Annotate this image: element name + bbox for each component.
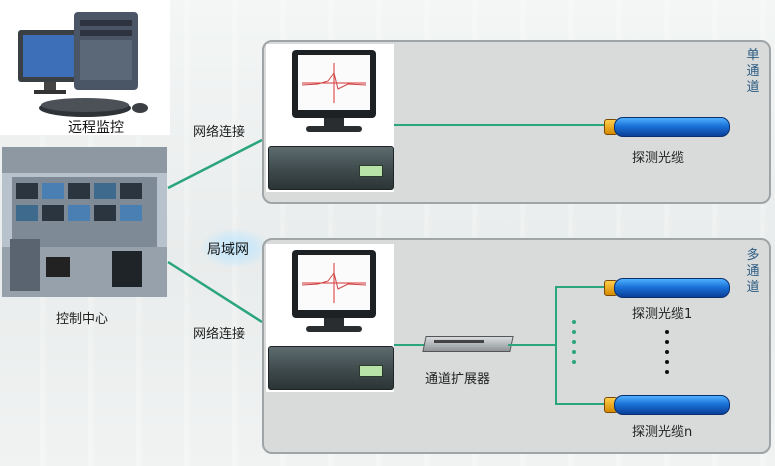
monitor-base bbox=[306, 326, 362, 332]
waveform-icon bbox=[301, 263, 367, 303]
channel-expander-label: 通道扩展器 bbox=[425, 372, 491, 387]
host-rack bbox=[268, 346, 394, 390]
lan-label: 局域网 bbox=[207, 242, 249, 258]
remote-pc-icon bbox=[18, 12, 148, 117]
remote-monitor-label: 远程监控 bbox=[68, 120, 124, 136]
branch-wire-n bbox=[555, 403, 607, 405]
probe-cable-n bbox=[614, 395, 730, 415]
rack-display bbox=[359, 165, 383, 177]
control-center-label: 控制中心 bbox=[56, 312, 109, 327]
host-to-expander-wire bbox=[394, 344, 426, 346]
network-link-bottom-label: 网络连接 bbox=[193, 327, 246, 342]
single-host-photo bbox=[266, 44, 394, 192]
green-ellipsis-dots bbox=[572, 320, 576, 370]
monitor-stand bbox=[324, 318, 344, 326]
control-center-icon bbox=[2, 147, 167, 297]
probe-cable-n-label: 探测光缆n bbox=[632, 425, 693, 440]
multi-host-photo bbox=[266, 244, 394, 392]
remote-pc-photo bbox=[0, 0, 170, 135]
host-rack bbox=[268, 146, 394, 190]
lan-burst bbox=[200, 228, 270, 268]
rack-display bbox=[359, 365, 383, 377]
expander-to-trunk-wire bbox=[508, 344, 556, 346]
probe-cable-1-label: 探测光缆1 bbox=[632, 307, 693, 322]
monitor-base bbox=[306, 126, 362, 132]
trunk-wire bbox=[555, 286, 557, 404]
probe-cable-single-label: 探测光缆 bbox=[632, 151, 685, 166]
link-top bbox=[167, 138, 263, 190]
monitor-stand bbox=[324, 118, 344, 126]
single-probe-cable bbox=[614, 117, 730, 137]
channel-expander bbox=[422, 332, 514, 352]
black-ellipsis-dots bbox=[665, 330, 669, 380]
single-channel-wire bbox=[394, 124, 606, 126]
link-bottom bbox=[167, 260, 263, 324]
waveform-icon bbox=[301, 63, 367, 103]
control-center-photo bbox=[2, 147, 167, 297]
single-channel-label: 单通道 bbox=[746, 48, 760, 95]
probe-cable-1 bbox=[614, 278, 730, 298]
multi-channel-label: 多通道 bbox=[746, 248, 760, 295]
branch-wire-1 bbox=[555, 286, 607, 288]
network-link-top-label: 网络连接 bbox=[193, 125, 246, 140]
